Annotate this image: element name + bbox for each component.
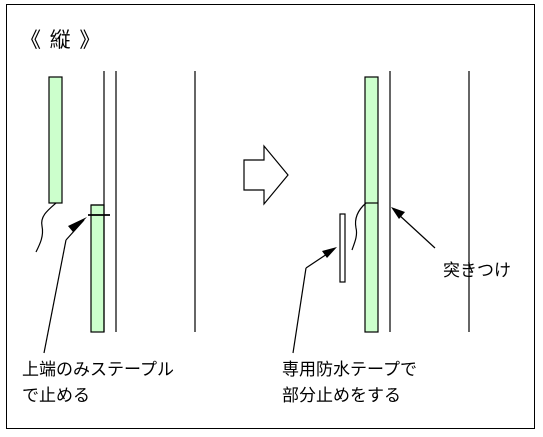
right-pointer-line <box>292 267 307 354</box>
butt-pointer-line <box>397 213 436 249</box>
left-note-line-1: 上端のみステープル <box>22 360 174 380</box>
left-pointer-arrowhead <box>68 217 87 232</box>
transform-arrow-icon <box>243 144 289 206</box>
left-upper-strip <box>48 76 63 204</box>
right-cut-curve <box>351 202 367 251</box>
left-pointer-line <box>43 239 67 354</box>
right-pointer-arrowhead <box>322 247 337 258</box>
title: 《 縦 》 <box>20 28 102 52</box>
left-note-line-2: で止める <box>22 386 90 406</box>
butt-joint-label: 突きつけ <box>443 261 511 281</box>
left-pointer-shaft <box>65 219 85 241</box>
left-cut-curve <box>35 202 57 253</box>
butt-pointer-arrowhead <box>391 207 405 219</box>
waterproof-tape <box>339 213 346 283</box>
right-strip <box>364 76 379 333</box>
right-note-line-1: 専用防水テープで <box>282 360 417 380</box>
diagram-frame <box>6 4 535 429</box>
left-lower-strip <box>90 204 105 333</box>
right-note-line-2: 部分止めをする <box>282 386 401 406</box>
